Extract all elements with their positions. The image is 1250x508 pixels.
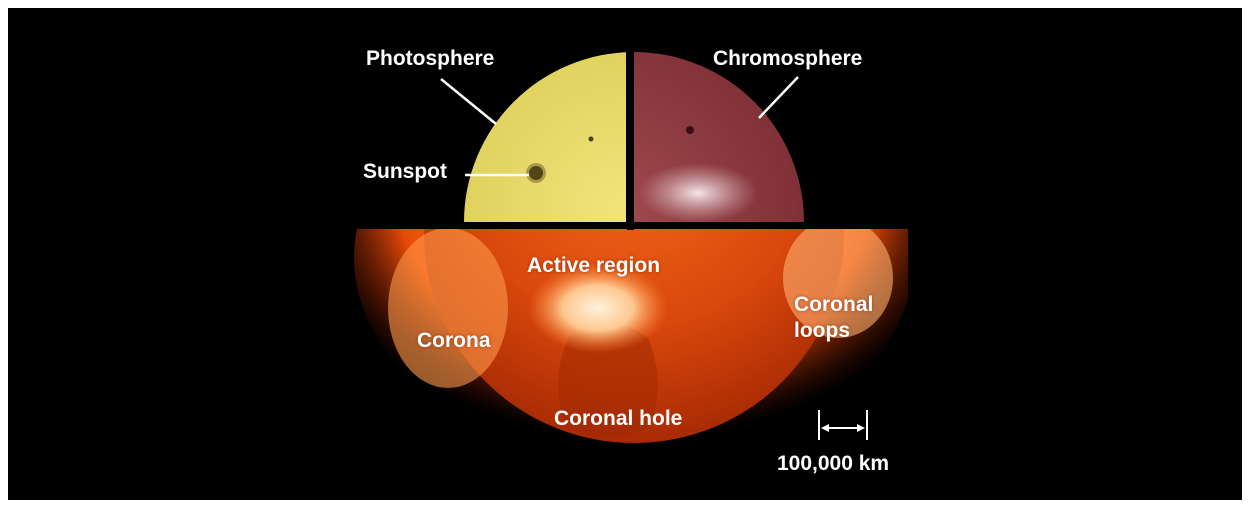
sunspot-label: Sunspot (363, 160, 447, 184)
scale-bar (819, 410, 867, 440)
corona-bright-left (388, 228, 508, 388)
coronal-loops-label-line1: Coronal (794, 293, 873, 317)
chromosphere-label: Chromosphere (713, 47, 862, 71)
scale-label: 100,000 km (777, 452, 889, 476)
small-sunspot (589, 137, 594, 142)
photosphere-leader (441, 79, 496, 124)
horizontal-divider (438, 222, 828, 229)
photosphere-label: Photosphere (366, 47, 494, 71)
vertical-divider (627, 58, 634, 230)
diagram-stage: Photosphere Chromosphere Sunspot Active … (8, 8, 1242, 500)
chromosphere-dark-spot (686, 126, 694, 134)
chromosphere-leader (759, 77, 798, 118)
coronal-loops-label-line2: loops (794, 319, 850, 343)
active-region-label: Active region (527, 254, 660, 278)
sunspot-penumbra (526, 163, 546, 183)
chromosphere-plage (638, 163, 758, 223)
coronal-hole-label: Coronal hole (554, 407, 682, 431)
corona-label: Corona (417, 329, 491, 353)
